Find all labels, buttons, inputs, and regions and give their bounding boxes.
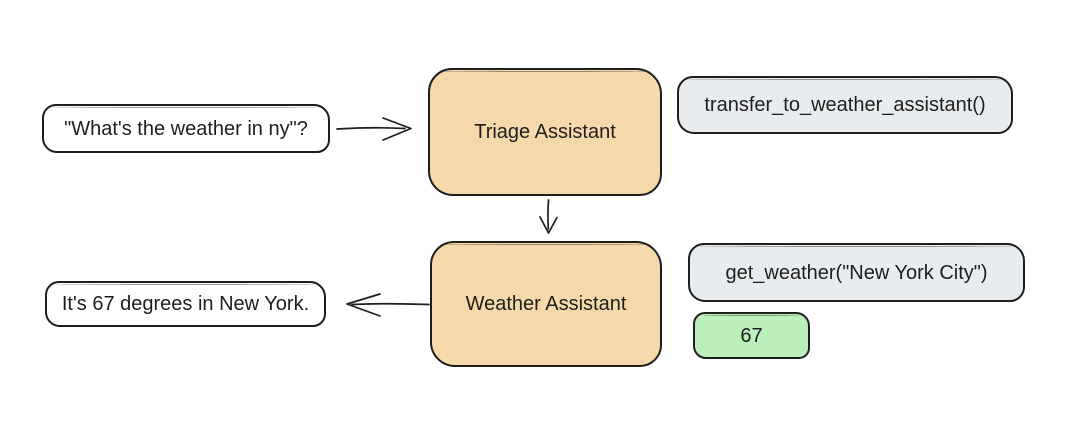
arrow-down-icon — [539, 199, 558, 234]
arrow-left-icon — [346, 293, 430, 317]
user-query-message: "What's the weather in ny"? — [42, 104, 330, 153]
weather-result-box: 67 — [693, 312, 810, 359]
arrow-right-icon — [336, 117, 412, 141]
transfer-call-box: transfer_to_weather_assistant() — [677, 76, 1013, 134]
weather-assistant-node: Weather Assistant — [430, 241, 662, 367]
final-response-message: It's 67 degrees in New York. — [45, 281, 326, 327]
triage-assistant-node: Triage Assistant — [428, 68, 662, 196]
get-weather-call-box: get_weather("New York City") — [688, 243, 1025, 302]
